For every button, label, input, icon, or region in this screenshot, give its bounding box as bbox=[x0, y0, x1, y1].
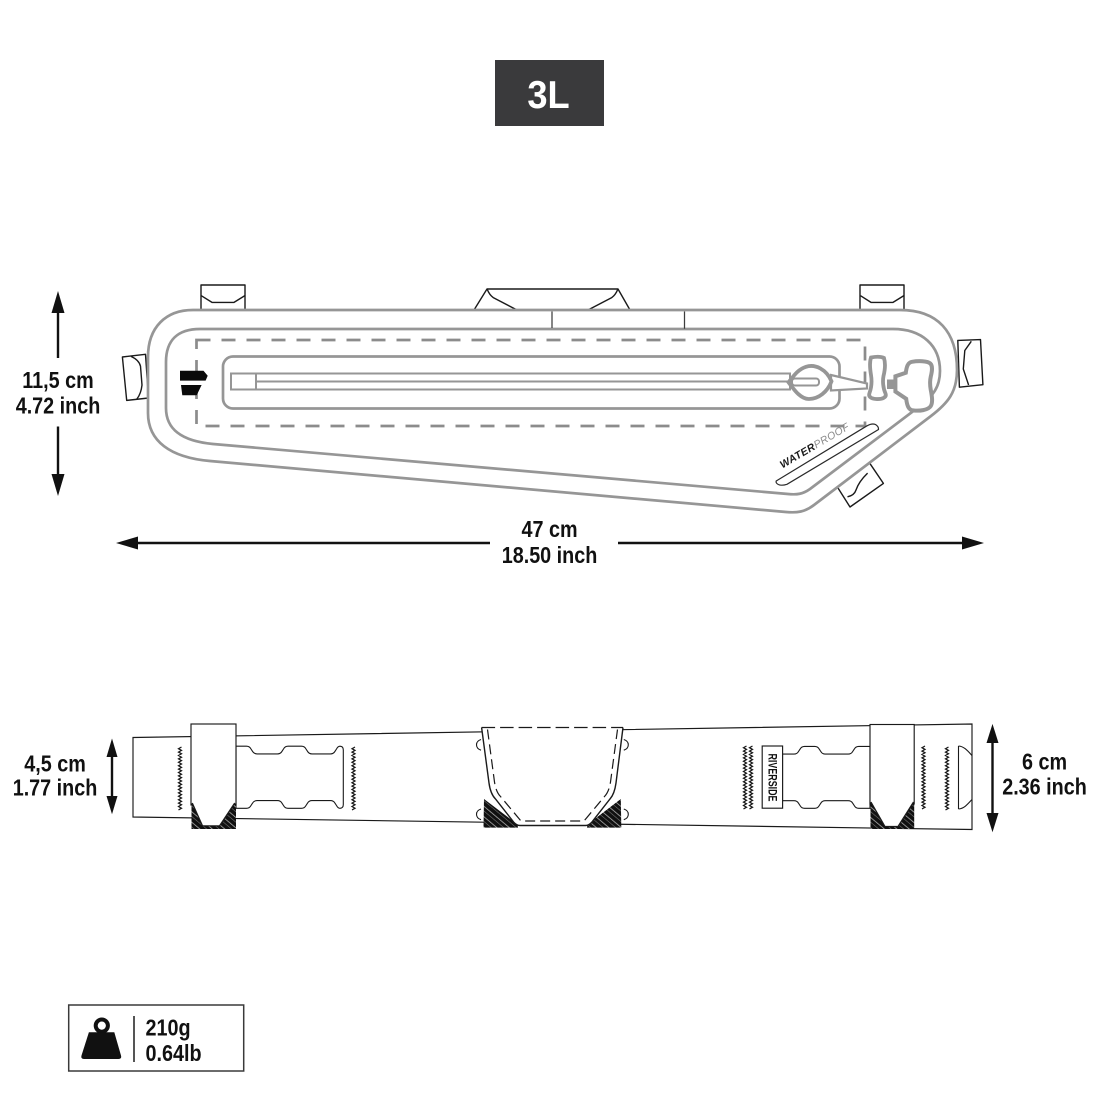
svg-text:2.36 inch: 2.36 inch bbox=[1002, 774, 1087, 800]
svg-text:RIVERSIDE: RIVERSIDE bbox=[766, 754, 780, 802]
svg-text:11,5 cm: 11,5 cm bbox=[22, 368, 93, 394]
svg-text:0.64lb: 0.64lb bbox=[146, 1041, 202, 1067]
svg-text:47 cm: 47 cm bbox=[521, 517, 577, 543]
svg-text:18.50 inch: 18.50 inch bbox=[502, 543, 598, 569]
svg-text:1.77 inch: 1.77 inch bbox=[13, 775, 98, 801]
svg-text:3L: 3L bbox=[527, 73, 569, 116]
svg-text:210g: 210g bbox=[146, 1015, 191, 1041]
svg-text:6 cm: 6 cm bbox=[1022, 749, 1067, 775]
svg-text:4.72 inch: 4.72 inch bbox=[16, 393, 101, 419]
svg-text:4,5 cm: 4,5 cm bbox=[24, 751, 86, 777]
